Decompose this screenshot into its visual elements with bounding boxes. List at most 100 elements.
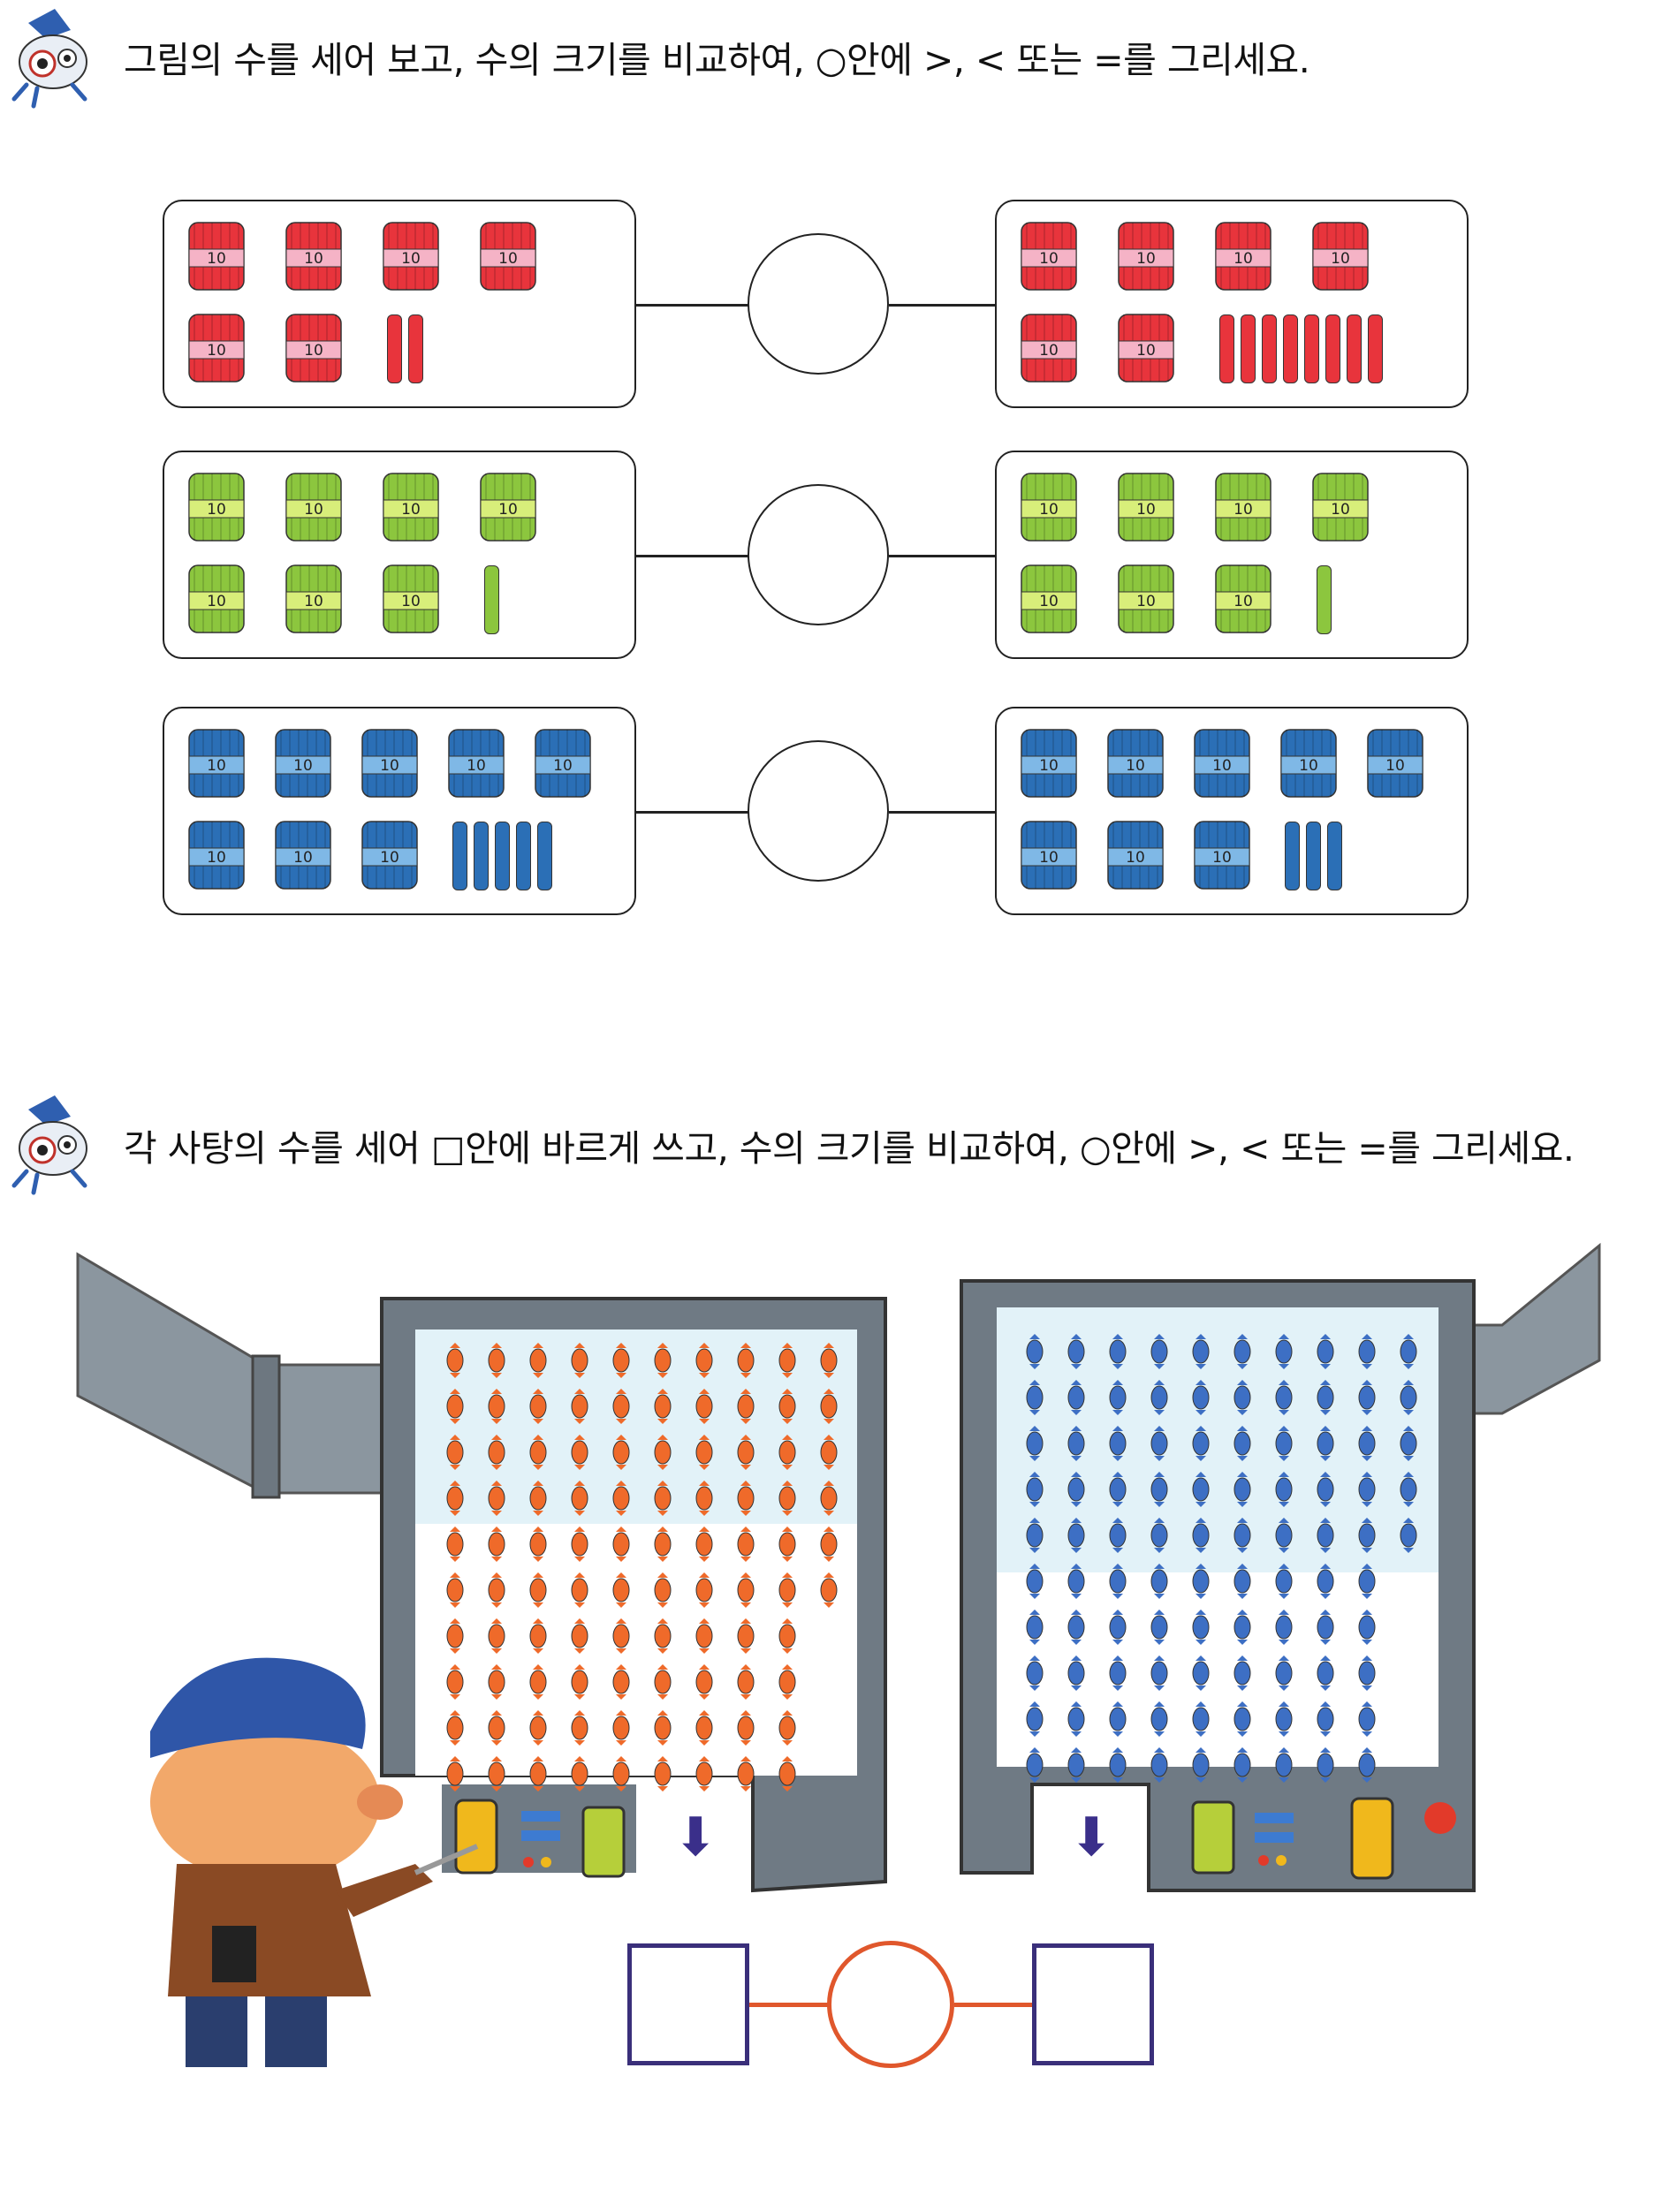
orange-candy-icon	[651, 1481, 674, 1519]
orange-candy-icon	[651, 1435, 674, 1473]
blue-candy-icon	[1314, 1334, 1337, 1373]
blue-candy-icon	[1355, 1518, 1378, 1557]
blue-candy-icon	[1231, 1747, 1254, 1786]
ten-bundle-icon: 10	[1193, 724, 1251, 799]
blue-candy-icon	[1065, 1380, 1088, 1419]
orange-candy-icon	[485, 1618, 508, 1657]
blue-candy-icon	[1023, 1472, 1046, 1511]
orange-candy-icon	[693, 1618, 716, 1657]
ten-bundle-icon: 10	[1117, 560, 1175, 634]
orange-candy-icon	[568, 1481, 591, 1519]
right-answer-box[interactable]	[1032, 1943, 1154, 2065]
blue-candy-icon	[1148, 1701, 1171, 1740]
orange-candy-icon	[527, 1618, 550, 1657]
blue-candy-icon	[1397, 1380, 1420, 1419]
svg-text:10: 10	[380, 849, 399, 867]
orange-candy-icon	[610, 1389, 633, 1428]
compare-circle[interactable]	[827, 1941, 954, 2068]
blue-candy-icon	[1272, 1380, 1295, 1419]
blue-candy-icon	[1106, 1426, 1129, 1465]
ten-bundle-icon: 10	[534, 724, 592, 799]
blue-candy-icon	[1106, 1472, 1129, 1511]
blue-candy-icon	[1106, 1701, 1129, 1740]
blue-candy-icon	[1314, 1518, 1337, 1557]
svg-text:10: 10	[401, 501, 421, 519]
compare-circle[interactable]	[748, 233, 889, 375]
blue-candy-icon	[1023, 1564, 1046, 1602]
ten-bundle-icon: 10	[285, 217, 343, 292]
svg-text:10: 10	[1212, 757, 1232, 775]
blue-candy-icon	[1272, 1701, 1295, 1740]
ten-bundle-icon: 10	[382, 560, 440, 634]
connector-line	[889, 304, 997, 307]
orange-candy-icon	[610, 1756, 633, 1795]
orange-candy-icon	[693, 1435, 716, 1473]
ten-bundle-icon: 10	[382, 468, 440, 542]
connector-line	[889, 555, 997, 557]
compare-circle[interactable]	[748, 740, 889, 882]
orange-candy-icon	[568, 1343, 591, 1382]
svg-text:10: 10	[304, 501, 323, 519]
orange-candy-icon	[527, 1435, 550, 1473]
ten-bundle-icon: 10	[1106, 724, 1165, 799]
blue-candy-icon	[1023, 1518, 1046, 1557]
svg-text:10: 10	[1299, 757, 1318, 775]
one-rod-icon	[1219, 314, 1234, 383]
orange-candy-icon	[651, 1526, 674, 1565]
ten-bundle-icon: 10	[382, 217, 440, 292]
blue-candy-icon	[1065, 1747, 1088, 1786]
orange-candy-icon	[527, 1710, 550, 1749]
blue-candy-icon	[1314, 1610, 1337, 1648]
blue-candy-icon	[1189, 1426, 1212, 1465]
one-rod-icon	[1285, 822, 1300, 890]
blue-candy-icon	[1189, 1518, 1212, 1557]
blue-candy-icon	[1272, 1472, 1295, 1511]
blue-candy-icon	[1314, 1426, 1337, 1465]
orange-candy-icon	[485, 1343, 508, 1382]
ten-bundle-icon: 10	[187, 724, 246, 799]
blue-candy-icon	[1148, 1655, 1171, 1694]
blue-candy-icon	[1189, 1334, 1212, 1373]
svg-text:10: 10	[553, 757, 573, 775]
left-answer-box[interactable]	[627, 1943, 749, 2065]
orange-candy-icon	[527, 1664, 550, 1703]
blue-candy-icon	[1272, 1564, 1295, 1602]
orange-candy-icon	[568, 1526, 591, 1565]
blue-candy-icon	[1148, 1426, 1171, 1465]
pig-worker-icon	[150, 1657, 479, 2067]
orange-candy-icon	[693, 1572, 716, 1611]
orange-candy-icon	[444, 1664, 467, 1703]
orange-candy-icon	[485, 1389, 508, 1428]
blue-candy-icon	[1065, 1518, 1088, 1557]
orange-candy-icon	[527, 1756, 550, 1795]
one-rod-icon	[474, 822, 489, 890]
one-rod-icon	[1283, 314, 1298, 383]
blue-candy-icon	[1314, 1747, 1337, 1786]
ten-bundle-icon: 10	[274, 816, 332, 890]
orange-candy-icon	[817, 1343, 840, 1382]
blue-candy-icon	[1355, 1655, 1378, 1694]
orange-candy-icon	[444, 1710, 467, 1749]
ten-bundle-icon: 10	[285, 309, 343, 383]
one-rod-icon	[452, 822, 467, 890]
blue-candy-icon	[1065, 1334, 1088, 1373]
connector-line	[636, 811, 751, 814]
blue-candy-icon	[1314, 1380, 1337, 1419]
ten-bundle-icon: 10	[1214, 560, 1272, 634]
blue-candy-icon	[1148, 1564, 1171, 1602]
ten-bundle-icon: 10	[1214, 217, 1272, 292]
blue-candy-icon	[1272, 1426, 1295, 1465]
ten-bundle-icon: 10	[1279, 724, 1338, 799]
orange-candy-icon	[610, 1710, 633, 1749]
compare-circle[interactable]	[748, 484, 889, 625]
orange-candy-icon	[568, 1756, 591, 1795]
blue-candy-icon	[1065, 1701, 1088, 1740]
blue-candy-icon	[1189, 1747, 1212, 1786]
one-rod-icon	[1347, 314, 1362, 383]
blue-candy-icon	[1106, 1564, 1129, 1602]
blue-candy-icon	[1231, 1472, 1254, 1511]
blue-candy-icon	[1355, 1472, 1378, 1511]
orange-candy-icon	[651, 1756, 674, 1795]
blue-candy-icon	[1355, 1564, 1378, 1602]
orange-candy-icon	[444, 1481, 467, 1519]
